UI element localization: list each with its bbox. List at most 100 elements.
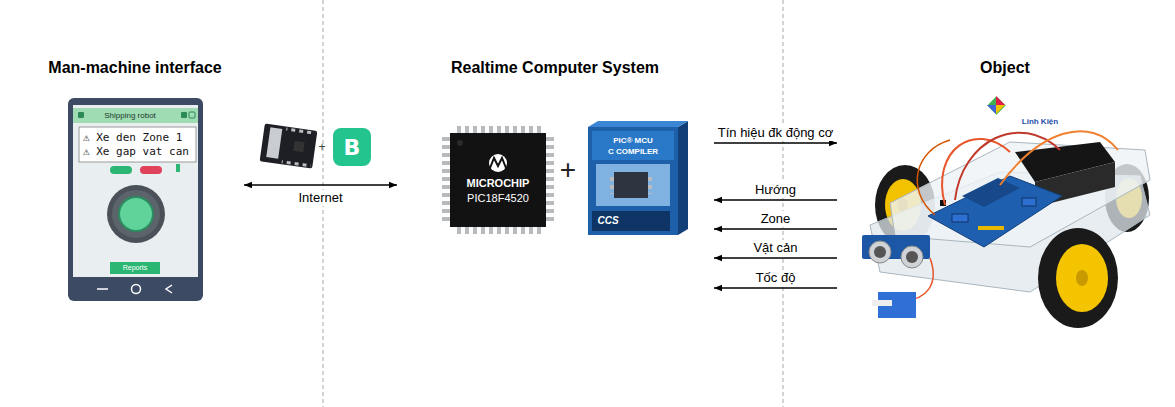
alert-text: ⚠ Xe gap vat can — [83, 145, 189, 158]
microcontroller-chip — [454, 226, 542, 234]
plus-sign: + — [318, 141, 325, 155]
phone-app — [110, 166, 132, 174]
chip-part-number: PIC18F4520 — [467, 192, 529, 205]
phone-app — [112, 190, 160, 238]
microcontroller-chip — [450, 133, 546, 227]
robot-car — [996, 105, 1005, 114]
section-heading: Man-machine interface — [29, 55, 241, 77]
edge-label: Hướng — [753, 182, 798, 198]
robot-car — [872, 300, 892, 306]
product-title: PIC® MCU — [613, 136, 653, 145]
section-divider — [323, 0, 783, 407]
section-divider — [783, 0, 784, 407]
signal-arrow — [714, 257, 837, 258]
robot-car — [869, 241, 891, 263]
robot-car — [987, 96, 1005, 114]
phone-app — [119, 197, 153, 231]
nodemcu-board — [266, 127, 282, 158]
section-heading: Realtime Computer System — [399, 55, 711, 77]
phone-app — [176, 164, 180, 172]
phone-app — [181, 112, 187, 118]
app-title: Shipping robot — [104, 111, 156, 120]
nodemcu-board — [293, 141, 304, 152]
phone-app — [68, 98, 203, 301]
alert-text: ⚠ Xe den Zone 1 — [83, 131, 182, 144]
phone-app — [73, 105, 198, 277]
phone-app — [166, 285, 172, 293]
plus-sign: + — [560, 154, 576, 186]
robot-car — [890, 142, 1150, 247]
signal-arrow — [244, 184, 397, 185]
section-panel: Realtime Computer System — [399, 55, 711, 305]
edge-label: Vật cản — [751, 240, 799, 256]
nodemcu-board — [260, 124, 318, 169]
brand-logo: CCS — [597, 215, 618, 227]
phone-app — [189, 112, 195, 118]
signal-arrow — [714, 142, 837, 143]
robot-car — [1022, 198, 1036, 206]
compiler-box — [588, 121, 688, 127]
blynk-icon — [333, 128, 371, 166]
robot-car — [978, 226, 1004, 230]
edge-label: Internet — [296, 190, 344, 206]
robot-car — [862, 96, 1150, 328]
compiler-box — [678, 121, 688, 235]
robot-car — [928, 176, 1062, 247]
product-title: C COMPILER — [608, 147, 658, 156]
nodemcu-board — [260, 124, 318, 169]
robot-car — [996, 96, 1005, 105]
robot-car — [1076, 270, 1088, 286]
microcontroller-chip — [489, 154, 507, 172]
signal-arrow — [714, 199, 837, 200]
microcontroller-chip — [490, 158, 506, 168]
button-text: Reports — [123, 264, 148, 272]
phone-app — [73, 108, 198, 123]
robot-car — [917, 140, 950, 215]
signal-arrow — [714, 228, 837, 229]
phone-app — [78, 112, 84, 118]
compiler-box — [614, 172, 648, 198]
compiler-box — [648, 176, 652, 194]
phone-app — [107, 185, 165, 243]
robot-car — [942, 139, 1010, 205]
robot-car — [962, 178, 1020, 207]
phone-app — [110, 262, 160, 274]
phone-app — [132, 285, 141, 294]
blynk-logo: B — [344, 135, 361, 160]
robot-car — [1000, 131, 1118, 185]
edge-label: Tín hiệu đk động cơ — [716, 125, 835, 141]
blynk-icon — [333, 128, 371, 166]
robot-car — [1038, 228, 1118, 328]
signal-arrow — [714, 287, 837, 288]
robot-car — [874, 246, 886, 258]
watermark: Linh Kiện — [1022, 117, 1058, 126]
microcontroller-chip — [442, 136, 450, 224]
compiler-box — [610, 176, 614, 194]
robot-car — [987, 105, 996, 114]
compiler-box — [592, 211, 670, 231]
section-panel: Object — [839, 55, 1171, 355]
microcontroller-chip — [442, 126, 554, 234]
section-heading: Object — [839, 55, 1171, 77]
phone-app — [97, 288, 108, 290]
microcontroller-chip — [546, 136, 554, 224]
edge-label: Tốc độ — [754, 270, 798, 286]
robot-car — [1056, 244, 1108, 312]
microcontroller-chip — [454, 126, 542, 134]
robot-car — [906, 251, 918, 263]
compiler-box — [588, 121, 688, 235]
compiler-box — [592, 131, 674, 160]
nodemcu-board — [286, 128, 315, 135]
nodemcu-board — [282, 160, 311, 167]
chip-brand: MICROCHIP — [467, 177, 530, 190]
microcontroller-chip — [457, 140, 463, 146]
robot-car — [952, 214, 968, 222]
phone-app — [140, 166, 162, 174]
phone-app — [79, 127, 196, 162]
compiler-box — [588, 127, 678, 235]
compiler-box — [596, 164, 670, 206]
phone-app — [68, 98, 203, 301]
edge-label: Zone — [759, 211, 793, 227]
robot-car — [901, 246, 923, 268]
